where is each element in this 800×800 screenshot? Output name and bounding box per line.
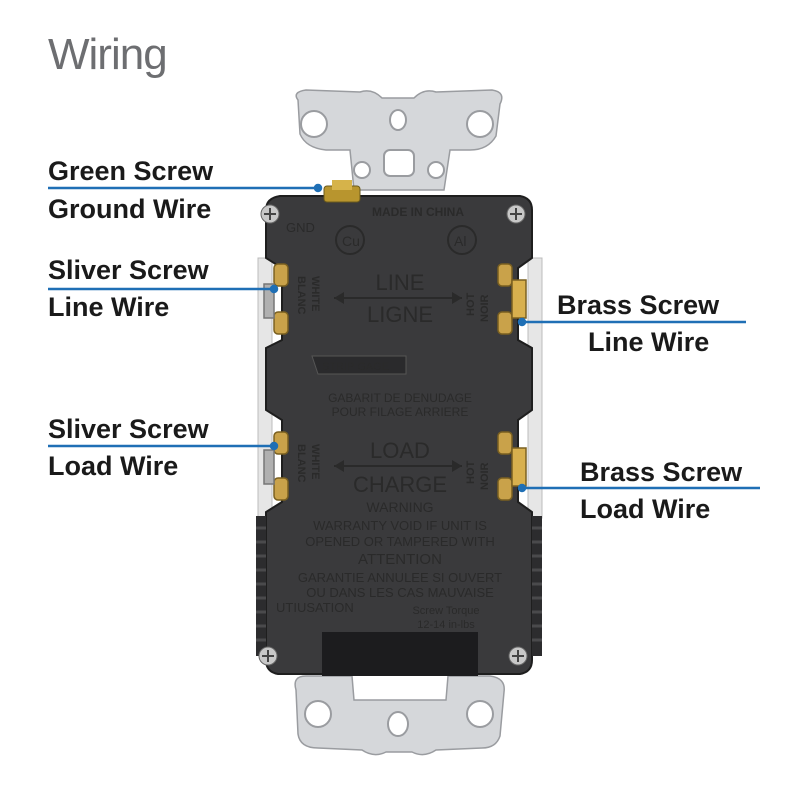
blanc-line-text: BLANC — [295, 276, 307, 315]
attention-text: ATTENTION — [358, 551, 442, 568]
noir-load-text: NOIR — [479, 462, 491, 490]
warning-text: WARNING — [366, 499, 433, 515]
gabarit-line1: GABARIT DE DENUDAGE — [328, 391, 472, 405]
al-icon — [447, 225, 477, 255]
green-screw-label: Green Screw — [48, 156, 214, 186]
ribbed-grip — [256, 516, 542, 656]
charge-engraved: CHARGE — [353, 472, 447, 497]
hot-line-text: HOT — [465, 293, 477, 317]
green-ground-screw-icon — [323, 180, 361, 203]
ligne-engraved: LIGNE — [367, 302, 433, 327]
engraved-markings: GND MADE IN CHINA Cu Al WHITE BLANC HOT … — [276, 205, 502, 631]
noir-line-text: NOIR — [479, 294, 491, 322]
brass-screw-line-label: Brass Screw — [557, 290, 720, 320]
mounting-strap — [294, 89, 505, 756]
load-wire-right-label: Load Wire — [580, 494, 711, 524]
line-wire-right-label: Line Wire — [588, 327, 710, 357]
blanc-load-text: BLANC — [295, 444, 307, 483]
white-line-text: WHITE — [309, 276, 321, 311]
garantie-line3: UTIUSATION — [276, 600, 354, 615]
hot-load-text: HOT — [465, 461, 477, 485]
warranty-line2: OPENED OR TAMPERED WITH — [305, 534, 494, 549]
gabarit-line2: POUR FILAGE ARRIERE — [332, 405, 469, 419]
garantie-line1: GARANTIE ANNULEE SI OUVERT — [298, 570, 502, 585]
callout-lines — [48, 183, 760, 493]
body-screw-bottom-right — [508, 646, 528, 666]
gnd-text: GND — [286, 220, 315, 235]
load-wire-left-label: Load Wire — [48, 451, 179, 481]
warranty-line1: WARRANTY VOID IF UNIT IS — [313, 518, 487, 533]
silver-screws-line — [263, 263, 289, 335]
torque-line1: Screw Torque — [412, 605, 479, 617]
white-load-text: WHITE — [309, 444, 321, 479]
load-engraved: LOAD — [370, 438, 430, 463]
al-text: Al — [454, 233, 466, 249]
ground-wire-label: Ground Wire — [48, 194, 212, 224]
receptacle-body — [256, 195, 542, 676]
body-screw-bottom-left — [258, 646, 278, 666]
cu-text: Cu — [342, 233, 360, 249]
strip-gage-text: STRIP GAGE — [322, 361, 389, 373]
garantie-line2: OU DANS LES CAS MAUVAISE — [306, 585, 494, 600]
label-window — [322, 632, 478, 676]
made-in-text: MADE IN CHINA — [372, 205, 464, 219]
brass-screws-line — [497, 263, 527, 335]
line-wire-left-label: Line Wire — [48, 292, 170, 322]
brass-screws-load — [497, 431, 527, 501]
torque-line2: 12-14 in-lbs — [417, 619, 475, 631]
body-screw-top-right — [506, 204, 526, 224]
strip-gage — [311, 355, 407, 375]
silver-screw-line-label: Sliver Screw — [48, 255, 209, 285]
page-title: Wiring — [48, 30, 168, 79]
silver-screw-load-label: Sliver Screw — [48, 414, 209, 444]
body-screw-top-left — [260, 204, 280, 224]
brass-screw-load-label: Brass Screw — [580, 457, 743, 487]
cu-icon — [335, 225, 365, 255]
line-engraved: LINE — [376, 270, 425, 295]
